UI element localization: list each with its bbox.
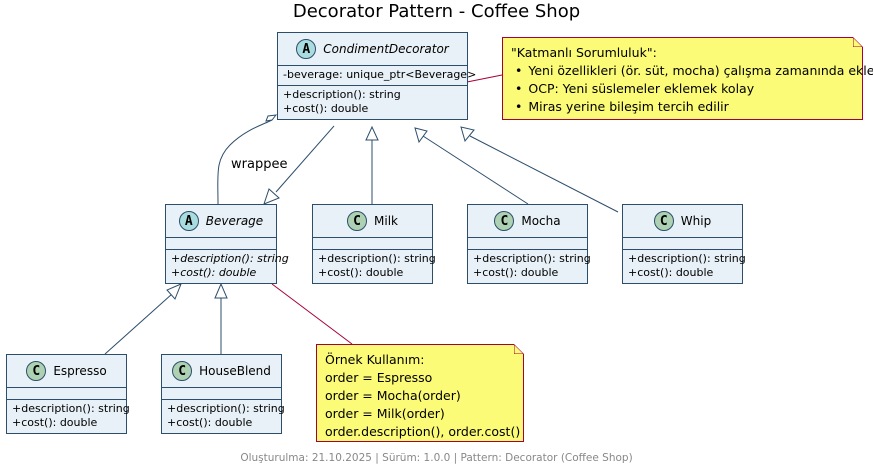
class-icon: C xyxy=(172,361,193,381)
note-fold-corner xyxy=(853,37,863,47)
class-whip: C Whip +description(): string +cost(): d… xyxy=(622,204,746,284)
inheritance-arrowhead xyxy=(460,126,475,143)
class-icon: C xyxy=(653,211,674,231)
diagram-title: Decorator Pattern - Coffee Shop xyxy=(292,1,581,22)
fields-section xyxy=(623,237,742,249)
fields-section xyxy=(162,387,281,399)
field: -beverage: unique_ptr<Beverage> xyxy=(283,68,477,81)
methods-section: +description(): string +cost(): double xyxy=(278,85,467,119)
inheritance-whip-decorator xyxy=(469,135,619,213)
class-name: Milk xyxy=(374,214,398,228)
methods-section: +description(): string +cost(): double xyxy=(166,249,289,283)
method: +description(): string xyxy=(473,252,591,265)
note-heading: "Katmanlı Sorumluluk": xyxy=(511,45,657,60)
method: +description(): string xyxy=(167,402,285,415)
class-icon: C xyxy=(26,361,47,381)
class-name: HouseBlend xyxy=(199,364,271,378)
note-bullet: Yeni özellikleri (ör. süt, mocha) çalışm… xyxy=(511,62,873,80)
note-usage: Örnek Kullanım: order = Espresso order =… xyxy=(316,344,524,442)
class-name: Espresso xyxy=(53,364,107,378)
class-condiment-decorator: A CondimentDecorator -beverage: unique_p… xyxy=(277,32,477,120)
methods-section: +description(): string +cost(): double xyxy=(7,399,130,433)
method: +description(): string xyxy=(283,88,401,101)
methods-section: +description(): string +cost(): double xyxy=(162,399,285,433)
class-houseblend: C HouseBlend +description(): string +cos… xyxy=(161,354,285,434)
class-espresso: C Espresso +description(): string +cost(… xyxy=(6,354,130,434)
fields-section: -beverage: unique_ptr<Beverage> xyxy=(278,65,477,85)
methods-section: +description(): string +cost(): double xyxy=(623,249,746,283)
inheritance-arrowhead xyxy=(414,127,428,144)
class-icon: C xyxy=(494,211,515,231)
wrappee-label: wrappee xyxy=(231,157,288,172)
class-milk: C Milk +description(): string +cost(): d… xyxy=(312,204,436,284)
inheritance-espresso-beverage xyxy=(104,293,173,355)
method: +description(): string xyxy=(171,252,289,265)
method: +description(): string xyxy=(318,252,436,265)
aggregation-wrappee xyxy=(217,119,273,205)
fields-section xyxy=(468,237,587,249)
method: +description(): string xyxy=(628,252,746,265)
method: +cost(): double xyxy=(171,266,257,279)
method: +cost(): double xyxy=(167,416,253,429)
fields-section xyxy=(7,387,126,399)
class-beverage: A Beverage +description(): string +cost(… xyxy=(165,204,289,284)
inheritance-decorator-beverage xyxy=(275,125,335,193)
note-line: order = Mocha(order) xyxy=(325,388,461,403)
fields-section xyxy=(313,237,432,249)
method: +cost(): double xyxy=(318,266,404,279)
note-connector-responsibility xyxy=(466,74,503,83)
inheritance-mocha-decorator xyxy=(422,135,529,205)
class-name: Mocha xyxy=(521,214,561,228)
inheritance-arrowhead xyxy=(166,283,182,300)
note-line: order = Espresso xyxy=(325,370,433,385)
fields-section xyxy=(166,237,276,249)
class-icon: C xyxy=(347,211,367,231)
methods-section: +description(): string +cost(): double xyxy=(468,249,591,283)
method: +cost(): double xyxy=(283,102,369,115)
class-name: Beverage xyxy=(205,214,264,228)
note-line: order.description(), order.cost() xyxy=(325,424,521,439)
note-bullet: Miras yerine bileşim tercih edilir xyxy=(511,98,854,116)
inheritance-arrowhead xyxy=(365,125,379,141)
aggregation-diamond xyxy=(265,114,278,122)
note-bullet: OCP: Yeni süslemeler eklemek kolay xyxy=(511,80,854,98)
note-connector-usage xyxy=(271,283,353,345)
method: +cost(): double xyxy=(628,266,714,279)
abstract-class-icon: A xyxy=(178,211,199,231)
method: +cost(): double xyxy=(12,416,98,429)
methods-section: +description(): string +cost(): double xyxy=(313,249,436,283)
inheritance-arrowhead xyxy=(263,188,280,205)
note-fold-corner xyxy=(514,344,524,354)
inheritance-arrowhead xyxy=(214,282,228,299)
note-responsibility: "Katmanlı Sorumluluk": Yeni özellikleri … xyxy=(502,37,873,120)
note-line: order = Milk(order) xyxy=(325,406,445,421)
method: +cost(): double xyxy=(473,266,559,279)
note-line: Örnek Kullanım: xyxy=(325,352,425,367)
method: +description(): string xyxy=(12,402,130,415)
class-mocha: C Mocha +description(): string +cost(): … xyxy=(467,204,591,284)
footer: Oluşturulma: 21.10.2025 | Sürüm: 1.0.0 |… xyxy=(240,452,633,464)
class-name: CondimentDecorator xyxy=(323,42,449,56)
class-name: Whip xyxy=(680,214,712,228)
abstract-class-icon: A xyxy=(296,39,317,59)
